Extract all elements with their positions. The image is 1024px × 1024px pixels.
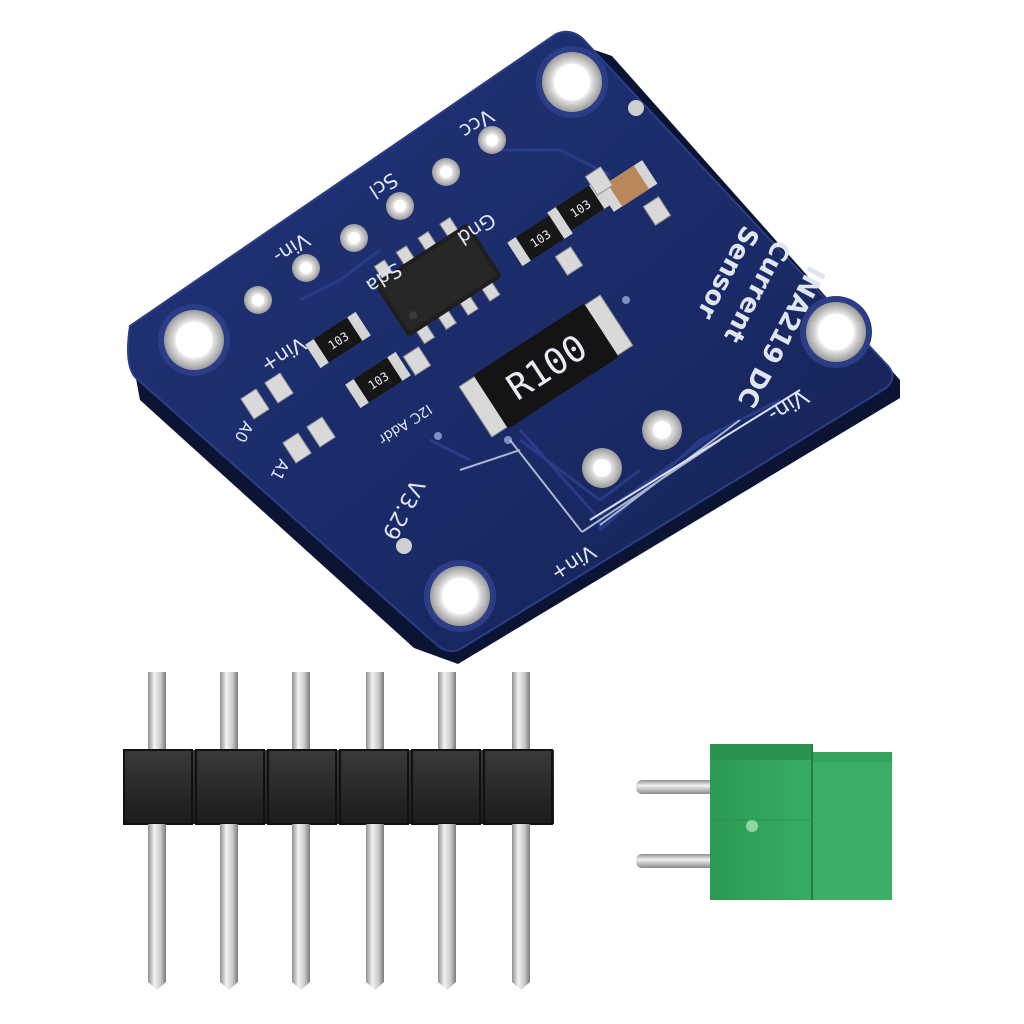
via <box>504 436 512 444</box>
mounting-hole-bottom <box>424 560 496 632</box>
mounting-hole-right <box>800 296 872 368</box>
ina219-pcb: R100 103 103 103 103 <box>127 30 900 664</box>
smd-resistor: 103 <box>507 209 573 267</box>
smd-resistor: 103 <box>305 311 371 369</box>
terminal-indicator <box>746 820 758 832</box>
terminal-body-side <box>812 752 892 900</box>
header-pins-lower <box>148 824 530 990</box>
smd-resistor: 103 <box>345 351 411 409</box>
address-jumper-pads <box>240 166 672 464</box>
ina219-chip <box>373 216 501 345</box>
pin-header-6 <box>123 672 554 990</box>
via <box>622 296 630 304</box>
mounting-hole-top <box>536 46 608 118</box>
via <box>396 538 412 554</box>
smd-capacitor <box>598 160 658 212</box>
header-pads <box>244 126 506 314</box>
terminal-pin-top <box>636 780 716 794</box>
via <box>434 432 442 440</box>
mounting-hole-left <box>158 304 230 376</box>
screw-terminal-block <box>636 744 892 900</box>
terminal-divider-line <box>589 389 801 521</box>
shunt-silk-outline <box>459 419 741 533</box>
header-pins-upper <box>148 672 530 754</box>
terminal-body <box>710 744 812 900</box>
via <box>628 100 644 116</box>
terminal-pin-bottom <box>636 854 716 868</box>
header-plastic-body <box>123 749 554 825</box>
pcb-surface <box>127 30 894 652</box>
